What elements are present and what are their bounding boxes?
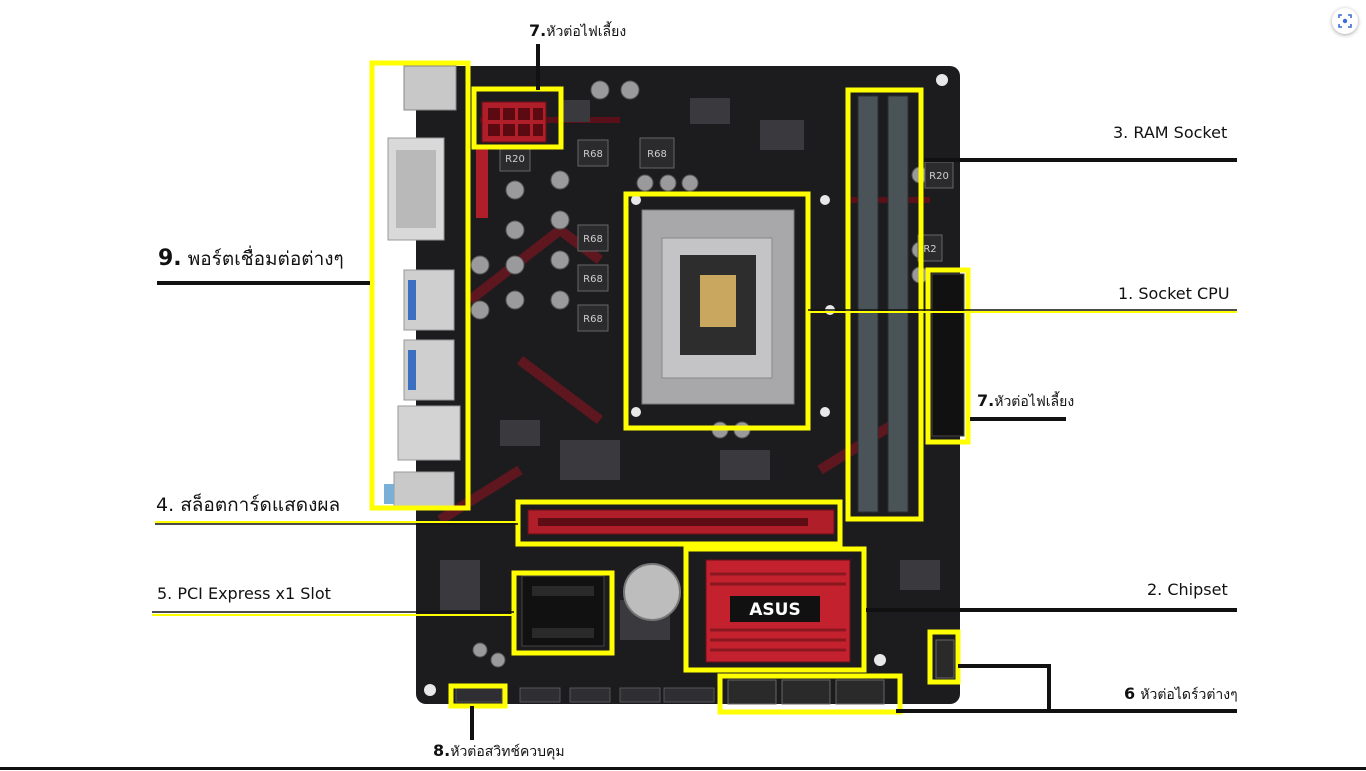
label-io-ports: 9. พอร์ตเชื่อมต่อต่างๆ [158, 244, 344, 274]
label-number: 7. [977, 391, 995, 410]
label-text: หัวต่อไดร์วต่างๆ [1140, 687, 1238, 703]
lens-button[interactable] [1332, 8, 1358, 34]
label-text: สล็อตการ์ดแสดงผล [180, 494, 341, 516]
highlight-cpu-power [471, 86, 564, 150]
ram-slots [857, 95, 909, 513]
label-text: หัวต่อสวิทช์ควบคุม [450, 744, 565, 760]
label-text: หัวต่อไฟเลี้ยง [994, 394, 1075, 410]
io-ports [384, 65, 461, 507]
label-number: 8. [433, 741, 451, 760]
sata-connectors [727, 639, 955, 705]
pcie-x1-slot [521, 575, 605, 647]
highlight-ram [845, 87, 924, 522]
lens-icon [1338, 14, 1352, 28]
label-graphics-slot: 4. สล็อตการ์ดแสดงผล [156, 490, 340, 520]
cpu-socket [641, 209, 795, 405]
highlight-sata-side [927, 629, 961, 685]
leader-lines [157, 44, 1237, 740]
atx-power-connector [931, 273, 965, 437]
highlight-sata [717, 673, 903, 715]
front-panel-header [455, 687, 503, 703]
label-drive-connectors: 6 หัวต่อไดร์วต่างๆ [1124, 684, 1238, 706]
highlight-chipset [683, 546, 867, 673]
inductor-label: R68 [583, 234, 603, 245]
brand-logo: ASUS [749, 600, 800, 620]
label-text: พอร์ตเชื่อมต่อต่างๆ [187, 248, 344, 270]
inductor-label: R20 [505, 154, 525, 165]
label-power-right: 7.หัวต่อไฟเลี้ยง [977, 391, 1074, 413]
inductor-label: R68 [583, 274, 603, 285]
inductor-label: R20 [929, 171, 949, 182]
cpu-power-connector [476, 101, 547, 218]
highlight-pcie-x1 [511, 570, 615, 656]
inductor-label: R68 [583, 314, 603, 325]
inductor-label: R2 [923, 244, 936, 255]
label-number: 6 [1124, 684, 1136, 703]
cmos-battery [623, 563, 681, 621]
label-power-top: 7.หัวต่อไฟเลี้ยง [529, 21, 626, 43]
inductor-label: R68 [583, 149, 603, 160]
bottom-rule [0, 767, 1366, 770]
label-switch-header: 8.หัวต่อสวิทช์ควบคุม [433, 741, 565, 763]
label-socket-cpu: 1. Socket CPU [1118, 284, 1230, 303]
label-number: 7. [529, 21, 547, 40]
label-pcie-x1: 5. PCI Express x1 Slot [157, 584, 331, 603]
highlight-atx-power [925, 267, 971, 445]
pcie-x16-slot [527, 509, 835, 535]
inductor-label: R68 [647, 149, 667, 160]
label-number: 4. [156, 494, 175, 516]
label-text: หัวต่อไฟเลี้ยง [546, 24, 627, 40]
label-chipset: 2. Chipset [1147, 580, 1228, 599]
chipset-heatsink: ASUS [705, 559, 851, 663]
label-number: 9. [158, 246, 182, 271]
label-ram-socket: 3. RAM Socket [1113, 123, 1228, 142]
highlight-ports [369, 60, 471, 511]
highlight-front-panel [448, 683, 508, 709]
